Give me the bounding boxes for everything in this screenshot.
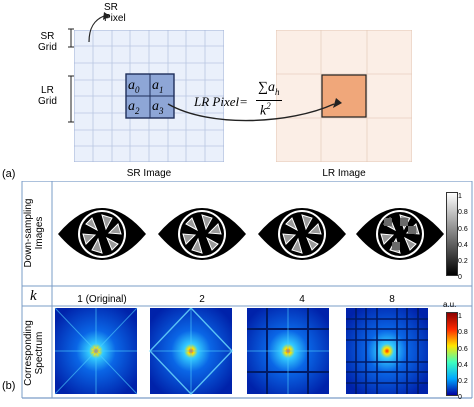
cell-a3: a3 [152,99,164,116]
sr-grid-drawing [73,29,225,163]
lr-grid-bracket [68,75,74,123]
jet-colorbar-unit: a.u. [443,300,457,309]
gray-colorbar-ticks: 1 0.8 0.6 0.4 0.2 0 [458,193,468,282]
formula-prefix: LR Pixel= [194,94,248,109]
sr-grid [73,29,225,163]
lr-grid [275,29,413,163]
spectrum-k8 [346,308,428,394]
formula-fraction-bar [256,100,282,101]
row-label-images: Down-sampling Images [23,198,45,268]
sr-pixel-arrow [88,12,110,43]
panel-a-label: (a) [2,168,16,180]
panel-b-rules [21,181,473,399]
lr-image-caption: LR Image [322,168,366,179]
formula-numerator: ∑ah [258,80,280,97]
sr-grid-bracket [68,28,74,48]
lr-grid-drawing [275,29,413,163]
row-label-spectrum: Corresponding Spectrum [23,320,45,386]
k-header-2: 2 [199,294,205,305]
jet-colorbar [446,312,458,396]
eye-images-row [57,207,445,261]
cell-a1: a1 [152,78,164,95]
spectrum-k1 [54,308,138,395]
row-label-k: k [30,288,37,304]
sr-pixel-label: SR Pixel [104,2,126,24]
eye-image-k2 [157,207,247,261]
sr-image-caption: SR Image [126,168,172,179]
jet-colorbar-ticks: 1 0.8 0.6 0.4 0.2 0 [458,313,468,402]
panel-b-label: (b) [2,380,16,392]
spectrum-k2 [149,308,233,396]
lr-grid-label: LR Grid [38,85,57,107]
eye-image-k1 [57,207,147,261]
k-header-8: 8 [389,294,395,305]
eye-image-k4 [257,207,347,261]
formula-denominator: k2 [260,101,271,119]
eye-image-k8 [355,207,445,261]
mapping-arrow [167,98,342,122]
sr-grid-label: SR Grid [38,31,57,53]
k-header-4: 4 [299,294,305,305]
k-header-1: 1 (Original) [77,294,127,305]
gray-colorbar [446,192,458,276]
spectrum-row [54,308,428,396]
cell-a2: a2 [128,99,140,116]
spectrum-k4 [247,308,329,394]
cell-a0: a0 [128,78,140,95]
